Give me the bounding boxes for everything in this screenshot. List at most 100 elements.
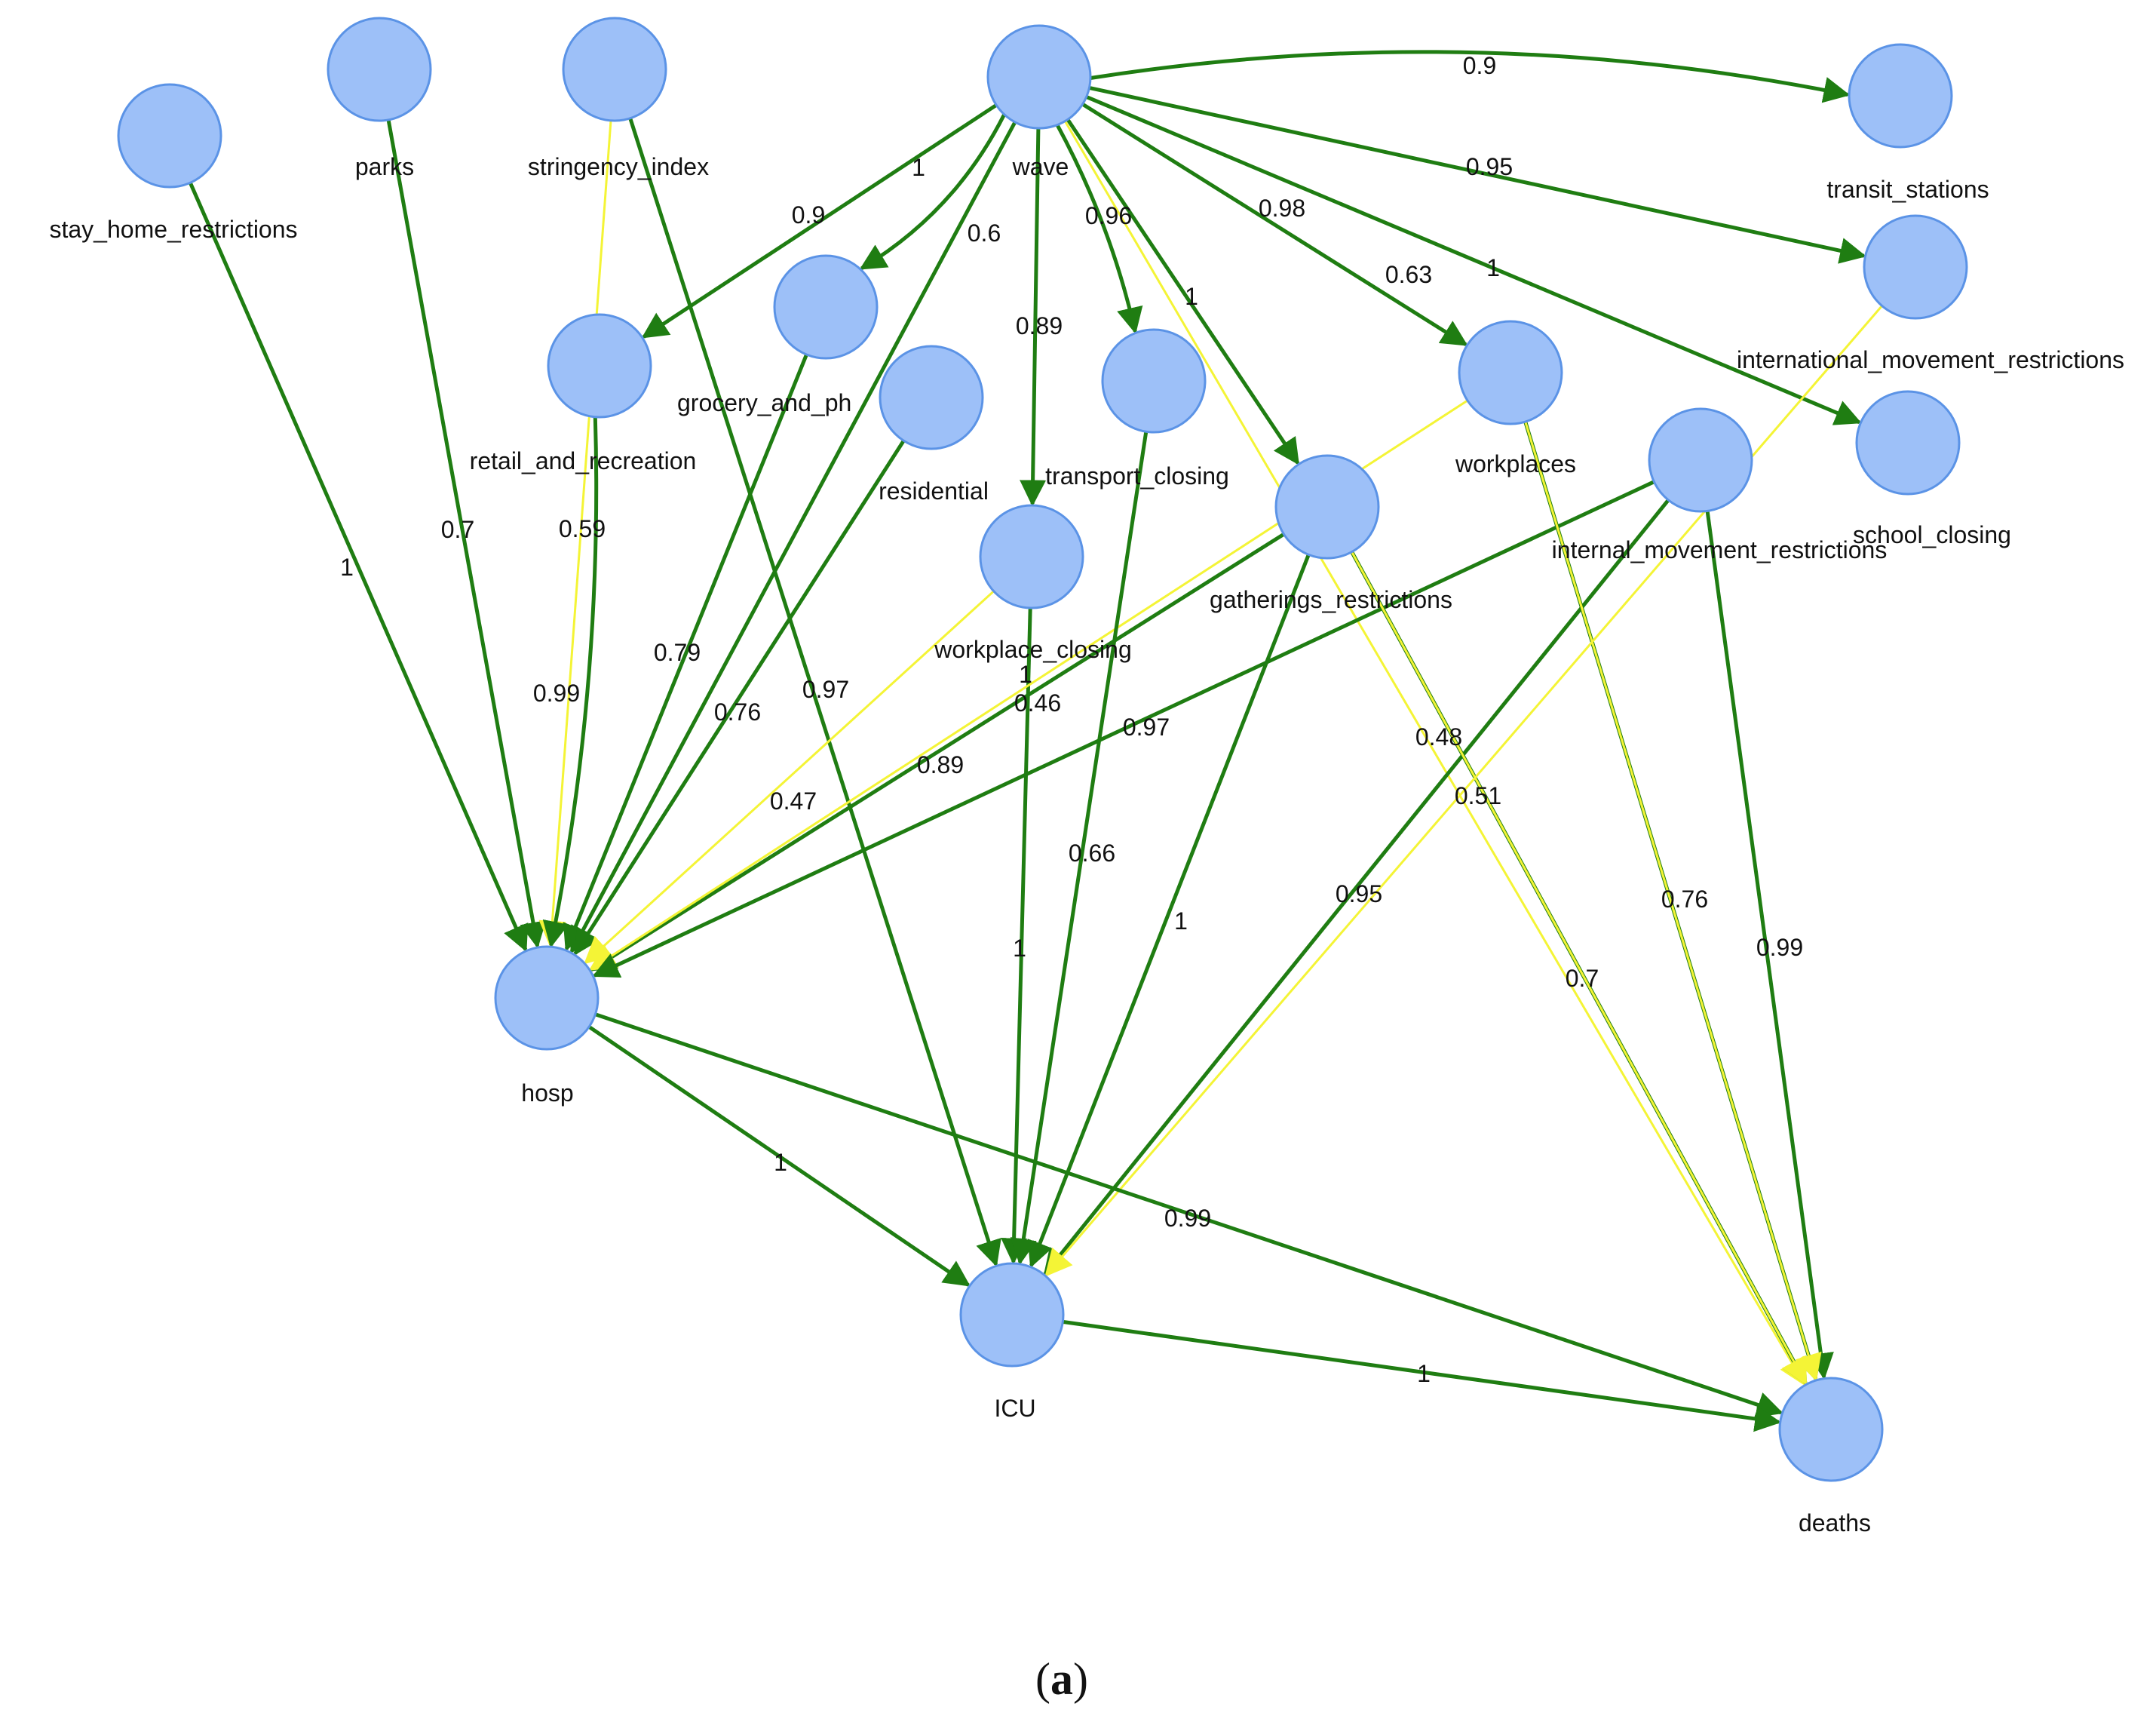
edge-internal_movement_restrictions-to-ICU bbox=[1043, 499, 1670, 1276]
edge-internal_movement_restrictions-to-deaths bbox=[1705, 511, 1834, 1380]
node-circle bbox=[979, 504, 1084, 609]
edge-wave-to-school_closing bbox=[1085, 95, 1862, 425]
node-label: internal_movement_restrictions bbox=[1552, 536, 1888, 563]
edge-wave-to-workplaces bbox=[1081, 102, 1468, 346]
node-label: retail_and_recreation bbox=[470, 447, 697, 474]
node-stringency_index: stringency_index bbox=[528, 17, 709, 180]
edge-weight-label: 0.96 bbox=[1085, 202, 1132, 229]
node-circle bbox=[1863, 214, 1968, 320]
node-retail_and_recreation: retail_and_recreation bbox=[470, 313, 697, 474]
node-circle bbox=[117, 83, 222, 189]
caption-letter: a bbox=[1050, 1654, 1073, 1704]
edge-weight-label: 0.79 bbox=[654, 639, 701, 666]
edge-weight-label: 0.63 bbox=[1385, 261, 1432, 288]
node-label: workplace_closing bbox=[934, 636, 1131, 663]
edge-weight-label: 0.7 bbox=[441, 516, 474, 543]
edge-weight-label: 0.9 bbox=[792, 201, 825, 229]
edge-retail_and_recreation-to-hosp bbox=[542, 416, 599, 948]
edge-residential-to-hosp bbox=[573, 439, 906, 956]
edge-weight-label: 0.59 bbox=[559, 515, 606, 542]
node-stay_home_restrictions: stay_home_restrictions bbox=[49, 83, 298, 243]
edge-weight-label: 0.99 bbox=[533, 680, 580, 707]
edge-gatherings_restrictions-to-deaths bbox=[1351, 551, 1808, 1386]
edge-wave-to-grocery_and_pharmacy bbox=[859, 113, 1006, 270]
edge-weight-label: 0.9 bbox=[1463, 52, 1496, 79]
node-circle bbox=[1274, 454, 1380, 560]
node-label: deaths bbox=[1799, 1509, 1871, 1536]
edge-stringency_index-to-hosp bbox=[538, 120, 612, 948]
edge-weight-label: 1 bbox=[1019, 661, 1032, 688]
edge-wave-to-hosp bbox=[569, 121, 1017, 954]
node-school_closing: school_closing bbox=[1853, 390, 2011, 548]
node-label: residential bbox=[879, 477, 989, 505]
figure-caption: (a) bbox=[1035, 1654, 1088, 1704]
edge-international_movement_restrictions-to-ICU bbox=[1044, 305, 1883, 1277]
edge-hosp-to-ICU bbox=[587, 1025, 971, 1287]
node-circle bbox=[1848, 43, 1953, 149]
edge-parks-to-hosp bbox=[386, 119, 547, 949]
node-residential: residential bbox=[879, 345, 989, 505]
node-hosp: hosp bbox=[494, 945, 600, 1107]
node-label: international_movement_restrictions bbox=[1737, 346, 2124, 373]
node-circle bbox=[1778, 1377, 1884, 1482]
node-circle bbox=[1101, 328, 1207, 434]
edge-ICU-to-deaths bbox=[1062, 1319, 1782, 1432]
node-label: gatherings_restrictions bbox=[1210, 586, 1452, 613]
node-label: ICU bbox=[994, 1395, 1035, 1422]
edge-weight-label: 0.76 bbox=[1661, 886, 1708, 913]
node-ICU: ICU bbox=[959, 1262, 1065, 1422]
edge-internal_movement_restrictions-to-hosp bbox=[592, 480, 1655, 978]
edge-weight-label: 0.47 bbox=[770, 787, 817, 815]
edge-weight-label: 1 bbox=[1013, 935, 1026, 962]
node-circle bbox=[1648, 407, 1753, 513]
edge-weight-label: 0.48 bbox=[1415, 723, 1462, 751]
node-transit_stations: transit_stations bbox=[1826, 43, 1989, 203]
edge-weight-label: 0.89 bbox=[917, 751, 964, 778]
edge-weight-label: 0.95 bbox=[1336, 880, 1382, 907]
node-workplaces: workplaces bbox=[1455, 320, 1576, 477]
edge-weight-label: 0.6 bbox=[968, 219, 1001, 247]
edge-weight-label: 0.51 bbox=[1455, 782, 1501, 809]
edge-wave-to-international_movement_restrictions bbox=[1088, 85, 1867, 264]
node-workplace_closing: workplace_closing bbox=[934, 504, 1132, 663]
node-grocery_and_pharmacy: grocery_and_ph bbox=[677, 254, 879, 416]
node-circle bbox=[773, 254, 879, 360]
node-internal_movement_restrictions: internal_movement_restrictions bbox=[1552, 407, 1888, 563]
edge-weight-label: 1 bbox=[1185, 283, 1198, 310]
edge-gatherings_restrictions-to-ICU bbox=[1027, 554, 1311, 1269]
node-circle bbox=[986, 24, 1092, 130]
node-circle bbox=[879, 345, 984, 450]
edge-grocery_and_pharmacy-to-hosp bbox=[563, 354, 808, 952]
edge-weight-label: 0.95 bbox=[1466, 153, 1513, 180]
node-label: stay_home_restrictions bbox=[49, 216, 297, 243]
node-label: school_closing bbox=[1853, 521, 2011, 548]
node-circle bbox=[959, 1262, 1065, 1368]
node-circle bbox=[1855, 390, 1961, 496]
edge-workplaces-to-deaths bbox=[1524, 421, 1822, 1382]
node-gatherings_restrictions: gatherings_restrictions bbox=[1210, 454, 1452, 613]
node-circle bbox=[1458, 320, 1563, 425]
node-international_movement_restrictions: international_movement_restrictions bbox=[1737, 214, 2124, 373]
edge-weight-label: 0.97 bbox=[1123, 714, 1170, 741]
node-circle bbox=[494, 945, 600, 1051]
node-deaths: deaths bbox=[1778, 1377, 1884, 1536]
edge-weight-label: 0.98 bbox=[1259, 195, 1305, 222]
node-parks: parks bbox=[327, 17, 432, 180]
node-label: workplaces bbox=[1455, 450, 1576, 477]
edge-weight-label: 1 bbox=[340, 554, 354, 581]
edge-labels-layer: 0.9 0.95 1 0.9 1 0.89 0.96 1 0.98 0.6 0.63 1 0.7 0.59… bbox=[340, 52, 1803, 1387]
node-transport_closing: transport_closing bbox=[1045, 328, 1229, 490]
node-label: hosp bbox=[521, 1079, 573, 1107]
edge-weight-label: 0.99 bbox=[1756, 934, 1803, 961]
node-label: grocery_and_ph bbox=[677, 389, 851, 416]
edge-weight-label: 0.89 bbox=[1016, 312, 1063, 339]
node-label: parks bbox=[355, 153, 414, 180]
nodes-layer: stay_home_restrictions parks stringency_in… bbox=[49, 17, 2124, 1536]
edge-weight-label: 0.97 bbox=[802, 676, 849, 703]
edge-weight-label: 0.7 bbox=[1566, 965, 1599, 992]
node-label: transport_closing bbox=[1045, 462, 1229, 490]
edge-gatherings_restrictions-to-hosp bbox=[589, 533, 1285, 972]
node-circle bbox=[547, 313, 652, 419]
edge-workplace_closing-to-hosp bbox=[584, 590, 995, 965]
